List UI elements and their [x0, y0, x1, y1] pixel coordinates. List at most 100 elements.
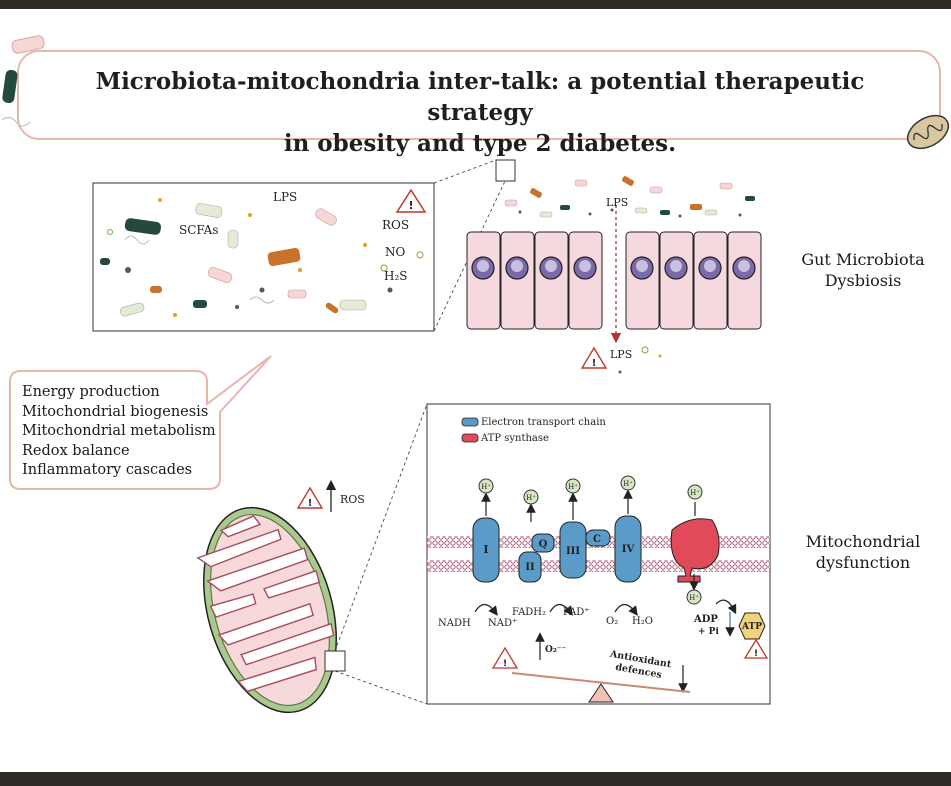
bacterium — [227, 229, 239, 249]
svg-text:!: ! — [503, 659, 507, 669]
h2s-label-panel: H₂S — [384, 269, 408, 283]
adp-label: ADP — [693, 614, 718, 625]
title-mitochondrion-icon — [906, 114, 950, 150]
atp-label: ATP — [741, 622, 762, 632]
intestinal-epithelium: LPS ! LPS — [466, 176, 762, 374]
title-line-1: Microbiota-mitochondria inter-talk: a po… — [95, 68, 865, 126]
bacterium — [267, 247, 301, 267]
top-frame-bar — [0, 0, 951, 9]
complex-I — [472, 517, 500, 583]
legend-atp-swatch — [461, 433, 479, 443]
pi-label: + Pi — [698, 627, 719, 637]
svg-text:H⁺: H⁺ — [690, 489, 700, 497]
bacterium — [339, 299, 367, 311]
lps-label-panel: LPS — [273, 190, 297, 204]
mitochondrial-effects-list: Energy production Mitochondrial biogenes… — [22, 383, 216, 481]
gut-label-line-2: Dysbiosis — [824, 271, 902, 290]
mito-dysfunction-label: Mitochondrial dysfunction — [788, 531, 938, 573]
superoxide-label: O₂⁻⁻ — [545, 645, 567, 655]
svg-text:H⁺: H⁺ — [526, 494, 536, 502]
mitochondrion — [196, 506, 338, 714]
svg-text:!: ! — [592, 358, 597, 369]
svg-text:Q: Q — [539, 539, 548, 550]
legend-atp-label: ATP synthase — [480, 433, 549, 444]
legend-etc-label: Electron transport chain — [481, 417, 606, 428]
atp-synthase — [670, 518, 720, 583]
svg-text:IV: IV — [622, 544, 635, 555]
figure-title: Microbiota-mitochondria inter-talk: a po… — [40, 66, 920, 159]
complex-III — [559, 521, 587, 579]
complex-IV — [614, 515, 642, 583]
svg-text:I: I — [483, 543, 488, 556]
svg-text:!: ! — [754, 649, 758, 659]
legend-etc-swatch — [461, 417, 479, 427]
bacterium — [207, 267, 233, 283]
lps-label-bottom: LPS — [610, 348, 632, 361]
nadh-label: NADH — [438, 618, 471, 629]
effect-item: Mitochondrial metabolism — [22, 423, 216, 439]
h2o-label: H₂O — [632, 616, 653, 627]
o2-label: O₂ — [606, 616, 618, 627]
bacterium — [150, 286, 162, 293]
gut-label-line-1: Gut Microbiota — [801, 250, 925, 269]
epithelial-cells — [466, 231, 762, 330]
mito-label-line-1: Mitochondrial — [805, 532, 921, 551]
warning-icon — [580, 346, 608, 369]
svg-text:II: II — [525, 562, 535, 573]
svg-text:III: III — [566, 546, 580, 557]
microbiota-panel: ! SCFAs LPS ROS NO H₂S — [92, 182, 435, 332]
title-box — [17, 50, 941, 140]
bacterium — [193, 300, 207, 308]
ubiquinone-q — [531, 533, 555, 553]
bacterium — [100, 258, 110, 265]
warning-icon — [395, 188, 427, 213]
bacterium — [315, 208, 337, 226]
title-line-2: in obesity and type 2 diabetes. — [283, 130, 677, 157]
scfas-label: SCFAs — [179, 223, 219, 237]
effect-item: Inflammatory cascades — [22, 462, 193, 478]
svg-text:H⁺: H⁺ — [568, 483, 578, 491]
nad-label: NAD⁺ — [488, 618, 517, 629]
svg-text:C: C — [593, 534, 601, 545]
zoom-box-gut — [495, 159, 516, 182]
warning-icon — [491, 646, 519, 669]
no-label-panel: NO — [385, 245, 406, 259]
etc-panel: Electron transport chain ATP synthase I … — [426, 403, 771, 705]
warning-icon — [743, 638, 769, 659]
zoom-connector-mito — [334, 403, 428, 705]
bacterium — [195, 203, 223, 218]
bottom-frame-bar — [0, 772, 951, 786]
svg-text:H⁺: H⁺ — [481, 483, 491, 491]
zoom-connector-gut — [433, 159, 506, 332]
proton-markers: H⁺ H⁺ H⁺ H⁺ H⁺ H⁺ — [478, 475, 703, 605]
fad-label: FAD⁺ — [563, 607, 590, 618]
redox-seesaw-beam — [511, 672, 691, 693]
effect-item: Energy production — [22, 384, 160, 400]
title-bacteria-decoration — [1, 35, 45, 127]
cell-nuclei — [471, 256, 756, 280]
atp-hexagon — [738, 612, 766, 640]
bacterium — [287, 289, 307, 299]
bacterium — [124, 218, 162, 235]
mito-ros-label: ROS — [340, 493, 365, 506]
svg-text:H⁺: H⁺ — [689, 594, 699, 602]
svg-text:!: ! — [308, 498, 313, 509]
svg-text:H⁺: H⁺ — [623, 480, 633, 488]
lps-label-top: LPS — [606, 196, 628, 209]
ros-label-panel: ROS — [382, 218, 409, 232]
warning-icon-mark: ! — [408, 199, 413, 212]
fadh2-label: FADH₂ — [512, 607, 546, 618]
mito-label-line-2: dysfunction — [815, 553, 911, 572]
effect-item: Mitochondrial biogenesis — [22, 403, 209, 420]
cytochrome-c — [585, 529, 611, 547]
bacterium — [119, 302, 145, 317]
effect-item: Redox balance — [22, 442, 130, 459]
redox-seesaw-fulcrum — [588, 683, 614, 703]
zoom-box-mito — [324, 650, 346, 672]
gut-dysbiosis-label: Gut Microbiota Dysbiosis — [788, 249, 938, 291]
bacterium — [325, 302, 339, 314]
complex-II — [518, 551, 542, 583]
warning-icon — [296, 486, 324, 509]
effects-speech-bubble — [9, 355, 272, 490]
